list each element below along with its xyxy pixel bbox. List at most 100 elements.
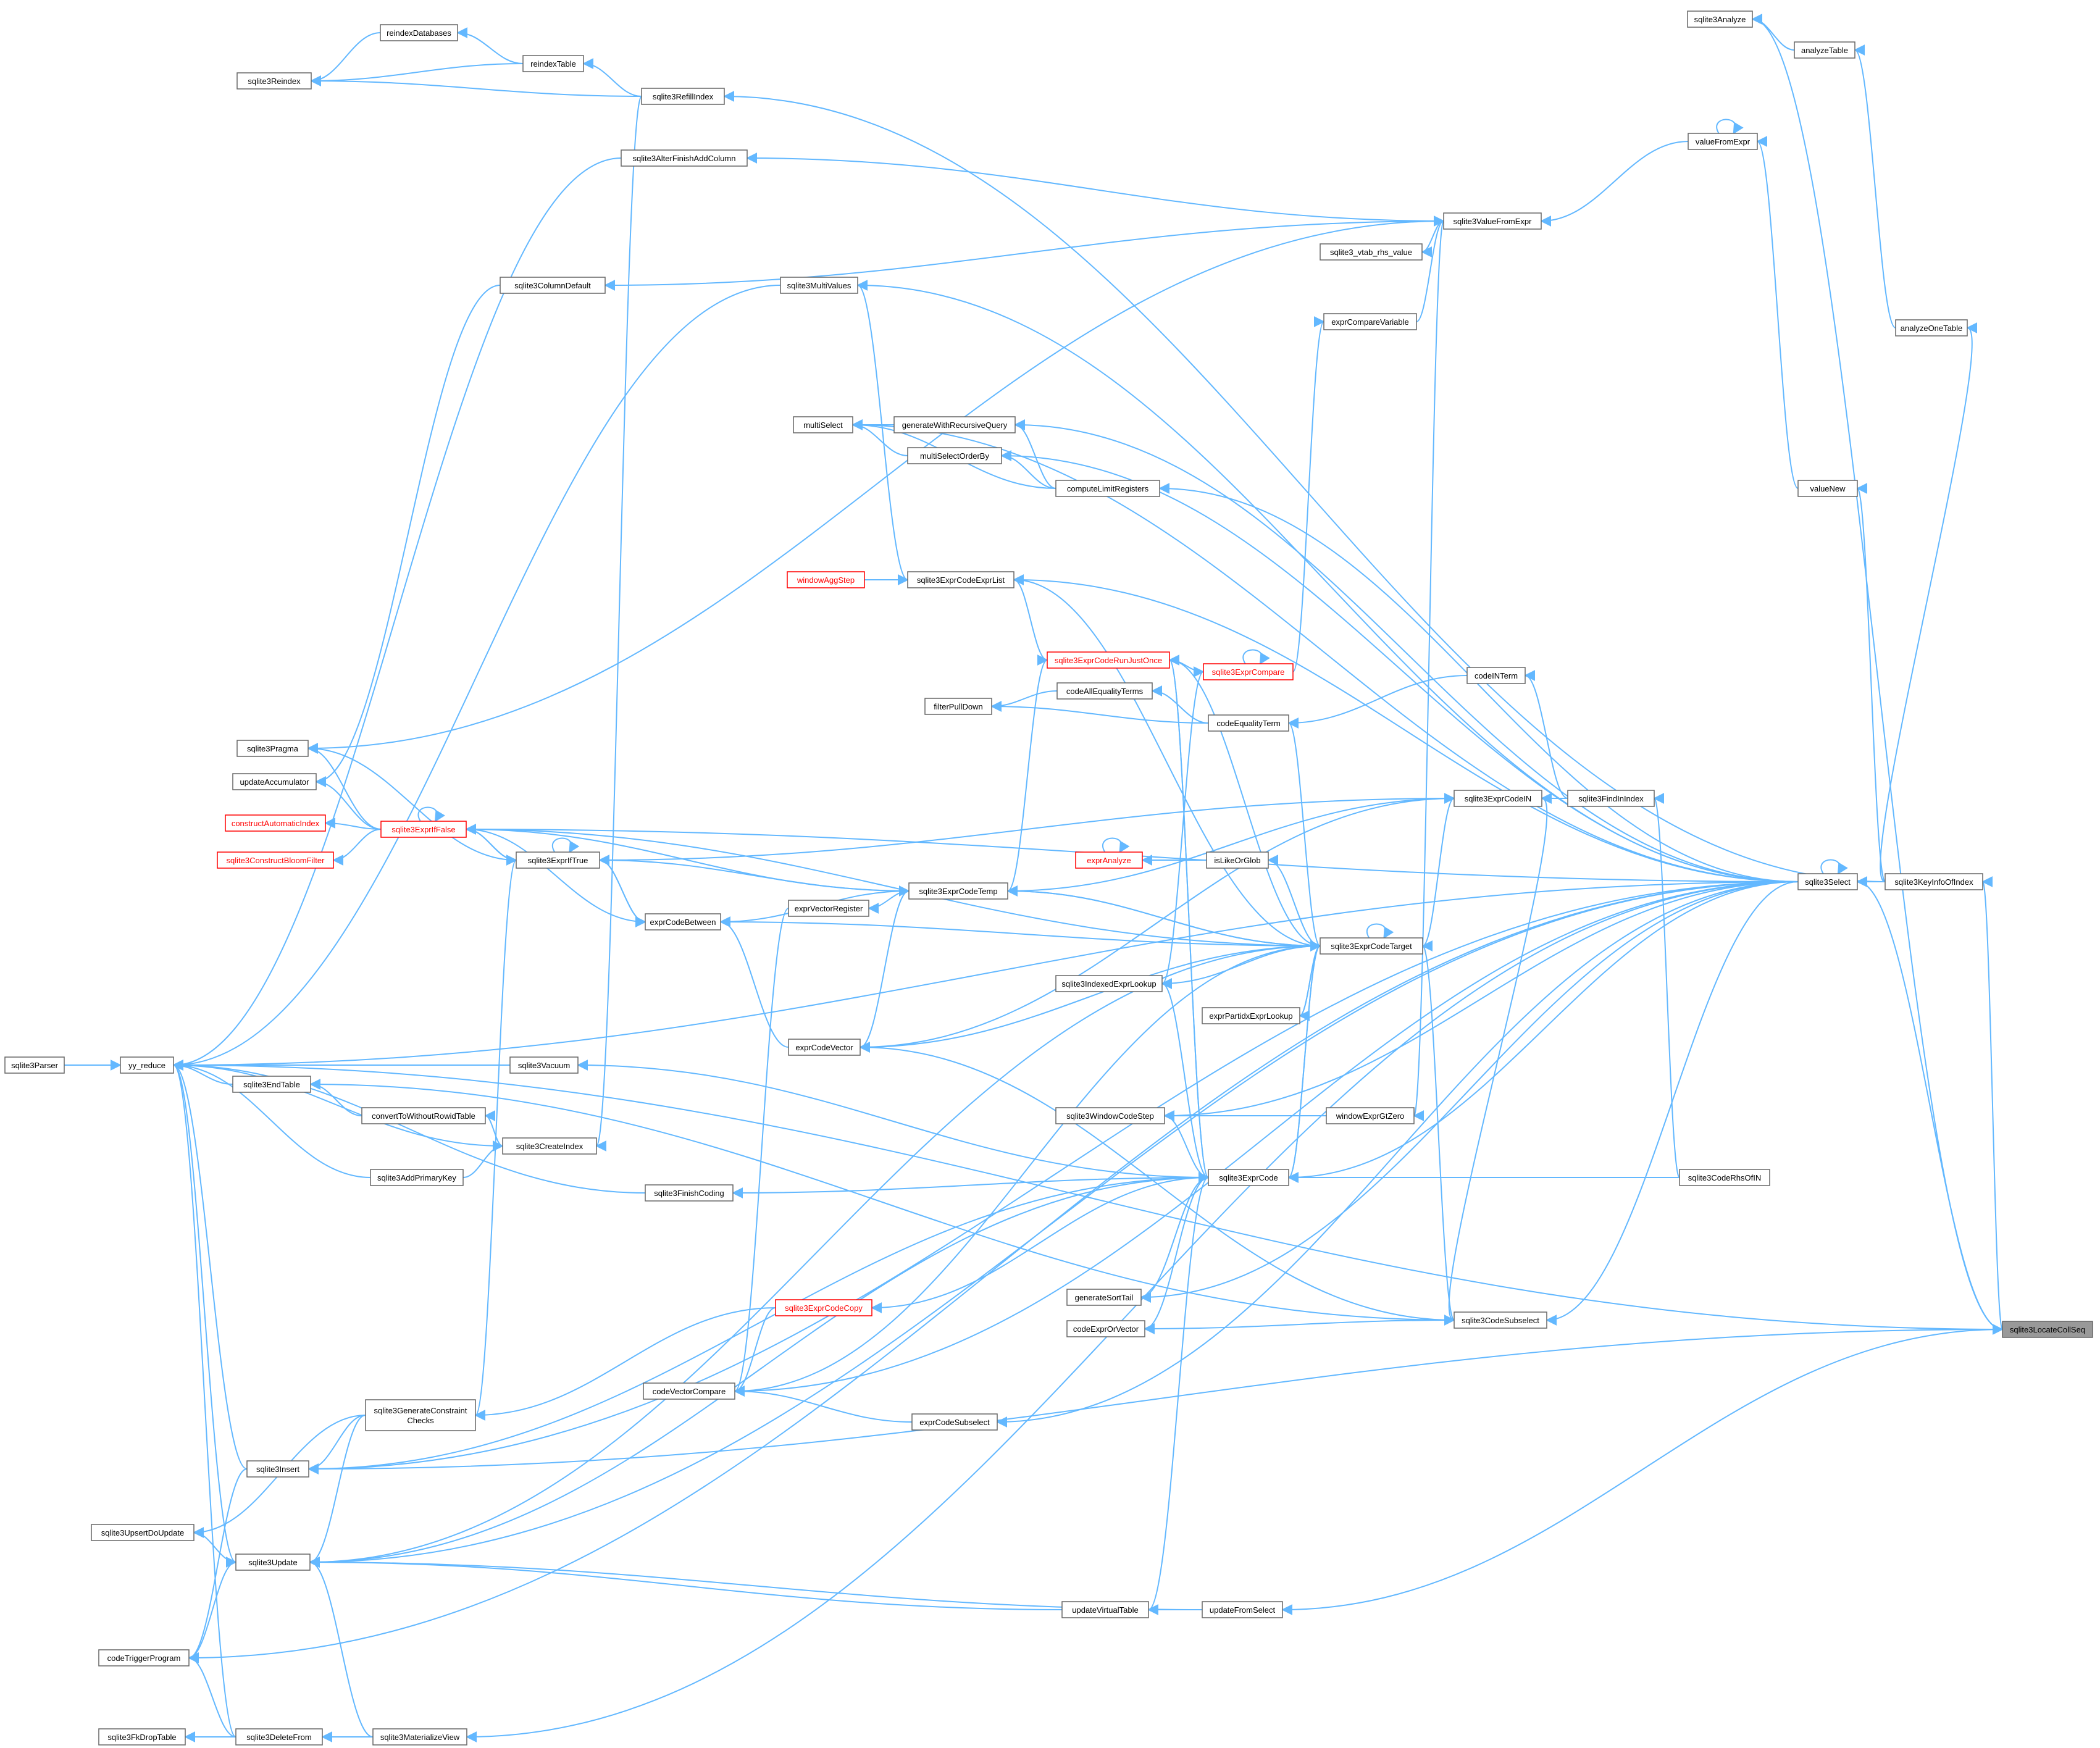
node-box[interactable]: [1061, 1601, 1149, 1618]
node-box[interactable]: [780, 277, 858, 294]
node-box[interactable]: [1320, 937, 1423, 955]
node-windowGtZero[interactable]: windowExprGtZero: [1326, 1107, 1415, 1124]
node-box[interactable]: [1443, 212, 1542, 230]
node-exprCodeBetween[interactable]: exprCodeBetween: [645, 913, 721, 930]
node-codeRhsOfIN[interactable]: sqlite3CodeRhsOfIN: [1679, 1169, 1770, 1186]
node-analyzeTable[interactable]: analyzeTable: [1794, 41, 1855, 59]
node-locate[interactable]: sqlite3LocateCollSeq: [2002, 1321, 2093, 1338]
node-exprCodeIN[interactable]: sqlite3ExprCodeIN: [1454, 790, 1542, 807]
node-box[interactable]: [1797, 873, 1858, 890]
node-updateVirtual[interactable]: updateVirtualTable: [1061, 1601, 1149, 1618]
node-box[interactable]: [91, 1524, 195, 1541]
node-box[interactable]: [98, 1728, 186, 1746]
node-exprCompareVar[interactable]: exprCompareVariable: [1323, 313, 1417, 330]
node-exprCodeSubselect[interactable]: exprCodeSubselect: [911, 1413, 998, 1431]
node-materialize[interactable]: sqlite3MaterializeView: [372, 1728, 467, 1746]
node-convertWR[interactable]: convertToWithoutRowidTable: [361, 1107, 486, 1124]
node-codeTrigger[interactable]: codeTriggerProgram: [98, 1649, 190, 1666]
node-createIndex[interactable]: sqlite3CreateIndex: [502, 1137, 597, 1155]
node-box[interactable]: [788, 1039, 861, 1056]
node-box[interactable]: [4, 1056, 65, 1074]
node-box[interactable]: [1047, 651, 1170, 669]
node-analyze[interactable]: sqlite3Analyze: [1687, 10, 1753, 28]
node-box[interactable]: [365, 1399, 476, 1431]
node-exprCode[interactable]: sqlite3ExprCode: [1208, 1169, 1289, 1186]
node-box[interactable]: [1203, 663, 1294, 680]
node-select[interactable]: sqlite3Select: [1797, 873, 1858, 890]
node-endTable[interactable]: sqlite3EndTable: [232, 1076, 311, 1093]
node-box[interactable]: [1567, 790, 1655, 807]
node-box[interactable]: [645, 1184, 734, 1202]
node-box[interactable]: [232, 773, 317, 790]
node-updateAccum[interactable]: updateAccumulator: [232, 773, 317, 790]
node-valueNew[interactable]: valueNew: [1797, 480, 1858, 497]
node-box[interactable]: [893, 416, 1016, 433]
node-fkDrop[interactable]: sqlite3FkDropTable: [98, 1728, 186, 1746]
node-box[interactable]: [217, 851, 334, 869]
node-box[interactable]: [236, 740, 309, 757]
node-sqlite3Reindex[interactable]: sqlite3Reindex: [236, 72, 312, 90]
node-box[interactable]: [1055, 1107, 1165, 1124]
node-upsert[interactable]: sqlite3UpsertDoUpdate: [91, 1524, 195, 1541]
node-analyzeOneTable[interactable]: analyzeOneTable: [1895, 319, 1968, 337]
node-keyInfo[interactable]: sqlite3KeyInfoOfIndex: [1885, 873, 1983, 890]
node-box[interactable]: [2002, 1321, 2093, 1338]
node-genRecursive[interactable]: generateWithRecursiveQuery: [893, 416, 1016, 433]
node-exprCodeVector[interactable]: exprCodeVector: [788, 1039, 861, 1056]
node-box[interactable]: [502, 1137, 597, 1155]
node-box[interactable]: [1323, 313, 1417, 330]
node-box[interactable]: [246, 1460, 309, 1478]
node-isLikeOrGlob[interactable]: isLikeOrGlob: [1206, 851, 1269, 869]
node-box[interactable]: [516, 851, 600, 869]
node-box[interactable]: [645, 913, 721, 930]
node-constructAuto[interactable]: constructAutomaticIndex: [225, 814, 326, 832]
node-exprCodeCopy[interactable]: sqlite3ExprCodeCopy: [775, 1299, 872, 1316]
node-findInIndex[interactable]: sqlite3FindInIndex: [1567, 790, 1655, 807]
node-runJustOnce[interactable]: sqlite3ExprCodeRunJustOnce: [1047, 651, 1170, 669]
node-box[interactable]: [232, 1076, 311, 1093]
node-box[interactable]: [643, 1382, 735, 1400]
node-windowCodeStep[interactable]: sqlite3WindowCodeStep: [1055, 1107, 1165, 1124]
node-genSortTail[interactable]: generateSortTail: [1066, 1289, 1142, 1306]
node-exprAnalyze[interactable]: exprAnalyze: [1075, 851, 1143, 869]
node-exprCodeExprList[interactable]: sqlite3ExprCodeExprList: [907, 571, 1014, 588]
node-finishCoding[interactable]: sqlite3FinishCoding: [645, 1184, 734, 1202]
node-box[interactable]: [1066, 1320, 1145, 1337]
node-box[interactable]: [1679, 1169, 1770, 1186]
node-box[interactable]: [1208, 1169, 1289, 1186]
node-box[interactable]: [235, 1554, 311, 1571]
node-parser[interactable]: sqlite3Parser: [4, 1056, 65, 1074]
node-codeEqTerm[interactable]: codeEqualityTerm: [1208, 714, 1289, 732]
node-yyReduce[interactable]: yy_reduce: [120, 1056, 174, 1074]
node-alterFinish[interactable]: sqlite3AlterFinishAddColumn: [621, 149, 748, 167]
node-codeTarget[interactable]: sqlite3ExprCodeTarget: [1320, 937, 1423, 955]
node-box[interactable]: [500, 277, 606, 294]
node-box[interactable]: [1075, 851, 1143, 869]
node-box[interactable]: [120, 1056, 174, 1074]
node-box[interactable]: [907, 571, 1014, 588]
node-exprCompare[interactable]: sqlite3ExprCompare: [1203, 663, 1294, 680]
node-update[interactable]: sqlite3Update: [235, 1554, 311, 1571]
node-valueFromExpr[interactable]: valueFromExpr: [1688, 133, 1758, 150]
node-valueFromExprS[interactable]: sqlite3ValueFromExpr: [1443, 212, 1542, 230]
node-indexedLookup[interactable]: sqlite3IndexedExprLookup: [1055, 975, 1163, 992]
node-box[interactable]: [1454, 1311, 1547, 1329]
node-multiSelectOrderBy[interactable]: multiSelectOrderBy: [907, 447, 1002, 464]
node-box[interactable]: [1794, 41, 1855, 59]
node-box[interactable]: [1454, 790, 1542, 807]
node-computeLimit[interactable]: computeLimitRegisters: [1055, 480, 1160, 497]
node-codeVectorCompare[interactable]: codeVectorCompare: [643, 1382, 735, 1400]
node-box[interactable]: [361, 1107, 486, 1124]
node-pragma[interactable]: sqlite3Pragma: [236, 740, 309, 757]
node-box[interactable]: [1687, 10, 1753, 28]
node-box[interactable]: [1056, 682, 1153, 700]
node-codeExprOrVector[interactable]: codeExprOrVector: [1066, 1320, 1145, 1337]
node-box[interactable]: [1466, 667, 1526, 684]
node-addPK[interactable]: sqlite3AddPrimaryKey: [370, 1169, 464, 1186]
node-exprIfTrue[interactable]: sqlite3ExprIfTrue: [516, 851, 600, 869]
node-box[interactable]: [235, 1728, 323, 1746]
node-box[interactable]: [1055, 480, 1160, 497]
node-multiSelect[interactable]: multiSelect: [793, 416, 853, 433]
node-vtabRhs[interactable]: sqlite3_vtab_rhs_value: [1320, 243, 1423, 261]
